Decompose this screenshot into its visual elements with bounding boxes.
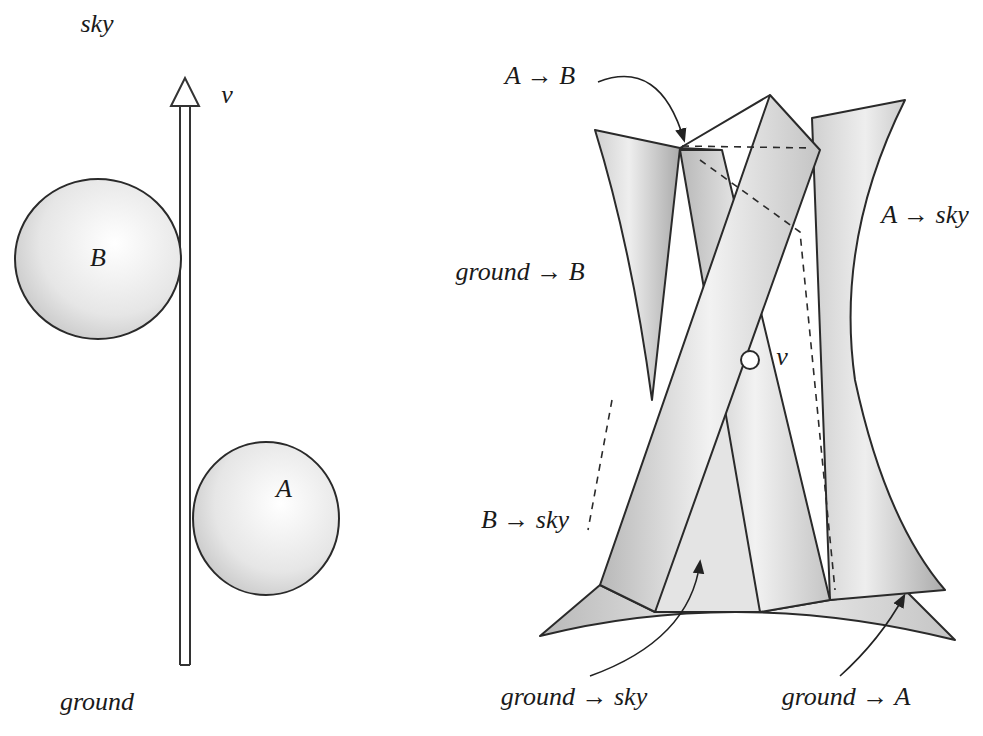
figure-label: ground → A xyxy=(782,683,911,712)
leader-lines xyxy=(590,77,904,676)
hidden-lines xyxy=(588,146,835,590)
ball-label: A xyxy=(276,475,292,504)
top-edge xyxy=(680,95,770,150)
arrow-head xyxy=(171,78,199,106)
arrow-shaft xyxy=(180,106,190,665)
leader-line xyxy=(840,596,904,676)
velocity-arrow xyxy=(171,78,199,665)
ball-label: B xyxy=(90,244,106,273)
ball-outline xyxy=(192,441,340,596)
figure-label: ground xyxy=(60,688,134,717)
figure-label: A → sky xyxy=(881,201,969,230)
ball-node: B xyxy=(14,178,182,340)
hidden-line xyxy=(588,400,612,530)
figure-label: v xyxy=(221,81,233,110)
figure-label: B → sky xyxy=(481,506,569,535)
figure-label: ground → B xyxy=(455,258,584,287)
figure-label: sky xyxy=(80,10,113,39)
figure-label: A → B xyxy=(505,62,575,91)
left-sheet xyxy=(595,130,680,400)
hidden-line xyxy=(700,160,835,590)
ball-node: A xyxy=(192,441,340,596)
arrow-tail xyxy=(180,664,190,666)
leader-line xyxy=(598,77,684,140)
right-sheet xyxy=(812,100,945,600)
point-marker xyxy=(741,351,759,369)
ball-shape xyxy=(15,179,181,339)
figure-label: ground → sky xyxy=(501,683,647,712)
ball-shape xyxy=(193,442,339,595)
leader-line xyxy=(590,562,700,676)
surface-sketch xyxy=(540,95,955,640)
hidden-line xyxy=(682,146,812,148)
figure-label: v xyxy=(776,343,788,372)
strip-sheet xyxy=(600,95,820,612)
